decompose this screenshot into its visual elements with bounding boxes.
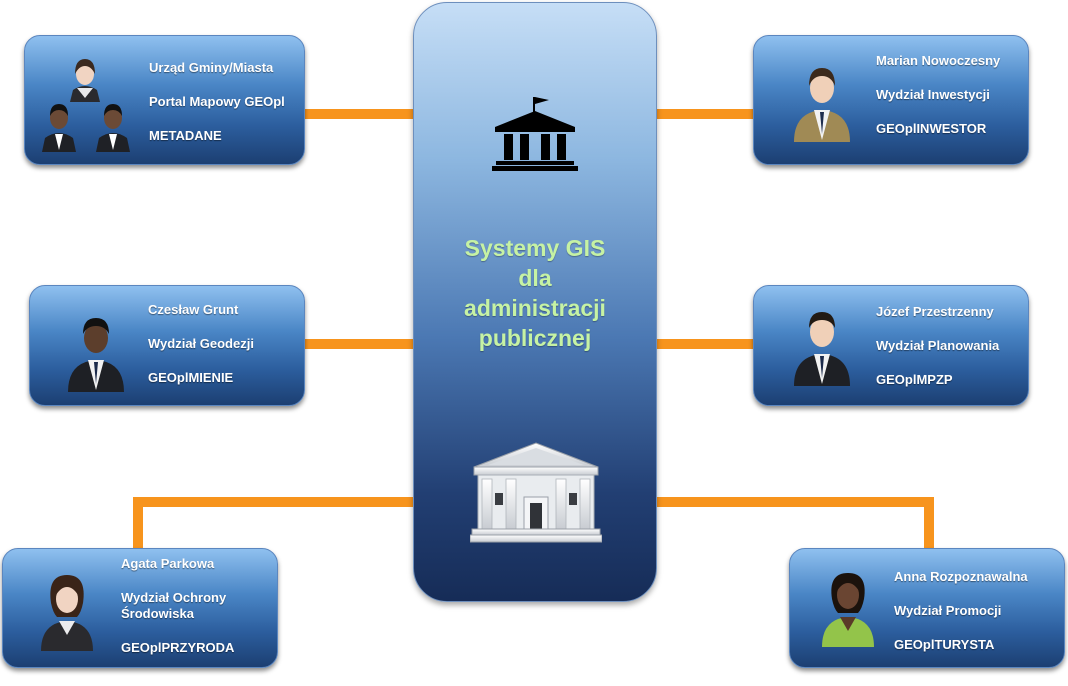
connector-bottom-right-vertical: [924, 497, 934, 551]
card-marian-nowoczesny: Marian Nowoczesny Wydział Inwestycji GEO…: [753, 35, 1029, 165]
connector-mid-left: [302, 339, 415, 349]
card-line-portal: Portal Mapowy GEOpl: [149, 94, 285, 109]
center-title-line-3: administracji: [464, 295, 606, 321]
card-line-department: Wydział Planowania: [876, 338, 1000, 353]
central-gis-panel: Systemy GIS dla administracji publicznej: [413, 2, 657, 602]
man-in-tan-suit-icon: [794, 68, 850, 142]
connector-mid-right: [653, 339, 756, 349]
card-line-person-name: Marian Nowoczesny: [876, 53, 1001, 68]
center-title-line-1: Systemy GIS: [464, 235, 606, 261]
card-line-department: Wydział Promocji: [894, 603, 1002, 618]
card-line-person-name: Agata Parkowa: [121, 556, 215, 571]
card-line-department-part-2: Środowiska: [121, 606, 194, 621]
card-agata-parkowa: Agata Parkowa Wydział Ochrony Środowiska…: [2, 548, 278, 668]
businessman-icon: [68, 318, 124, 392]
connector-top-right: [653, 109, 756, 119]
card-municipal-office: Urząd Gminy/Miasta Portal Mapowy GEOpl M…: [24, 35, 305, 165]
card-line-person-name: Czesław Grunt: [148, 302, 239, 317]
connector-bottom-left-vertical: [133, 497, 143, 551]
card-line-module: GEOplINWESTOR: [876, 121, 987, 136]
card-anna-rozpoznawalna: Anna Rozpoznawalna Wydział Promocji GEOp…: [789, 548, 1065, 668]
card-czeslaw-grunt: Czesław Grunt Wydział Geodezji GEOplMIEN…: [29, 285, 305, 406]
card-line-module: GEOplMPZP: [876, 372, 953, 387]
card-line-office-name: Urząd Gminy/Miasta: [149, 60, 274, 75]
card-line-person-name: Anna Rozpoznawalna: [894, 569, 1028, 584]
connector-top-left: [302, 109, 415, 119]
classical-building-icon: [470, 442, 602, 543]
card-line-department: Wydział Geodezji: [148, 336, 254, 351]
center-title-line-4: publicznej: [478, 325, 592, 351]
card-line-module: GEOplPRZYRODA: [121, 640, 235, 655]
businesswoman-icon: [41, 575, 93, 651]
card-line-module: GEOplMIENIE: [148, 370, 234, 385]
government-building-icon: [492, 97, 578, 171]
group-of-people-icon: [42, 59, 130, 152]
card-line-department-part-1: Wydział Ochrony: [121, 590, 227, 605]
card-line-person-name: Józef Przestrzenny: [876, 304, 994, 319]
connector-bottom-left-horizontal: [133, 497, 415, 507]
center-title: Systemy GIS dla administracji publicznej: [414, 233, 656, 353]
card-line-module: GEOplTURYSTA: [894, 637, 995, 652]
businessman-icon: [794, 312, 850, 386]
card-line-department: Wydział Inwestycji: [876, 87, 990, 102]
center-title-line-2: dla: [518, 265, 552, 291]
card-line-metadata: METADANE: [149, 128, 222, 143]
card-jozef-przestrzenny: Józef Przestrzenny Wydział Planowania GE…: [753, 285, 1029, 406]
connector-bottom-right-horizontal: [653, 497, 934, 507]
woman-in-green-icon: [822, 573, 874, 647]
